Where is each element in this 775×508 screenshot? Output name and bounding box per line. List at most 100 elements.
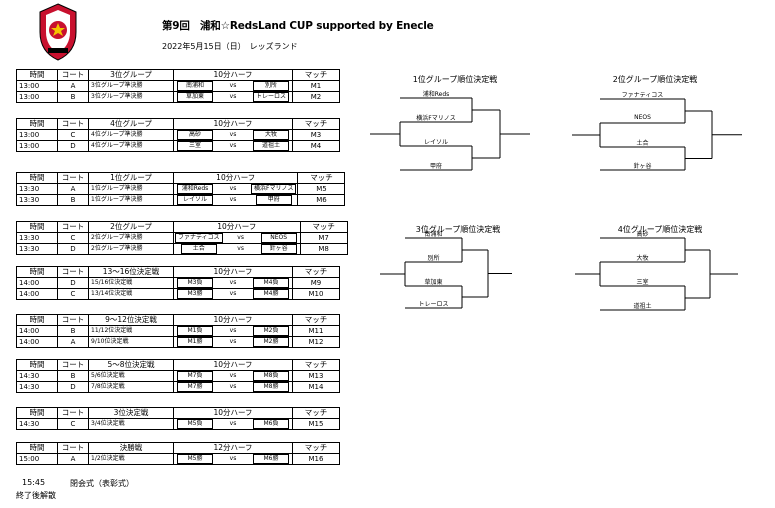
team-away-box: M4勝 [253,289,289,299]
bracket-team: 高砂 [636,231,649,238]
vs-label: vs [216,418,250,430]
bracket-team: 針ヶ谷 [633,163,652,170]
team-away-box: M2負 [253,326,289,336]
match-id: M15 [292,418,340,430]
match-id: M8 [299,243,348,255]
vs-label: vs [216,140,250,152]
team-away-box: NEOS [260,233,297,243]
bracket-title: 2位グループ順位決定戦 [612,75,698,84]
bracket-title: 4位グループ順位決定戦 [617,225,703,234]
team-away-box: 大牧 [253,130,289,140]
match-id: M6 [297,194,346,206]
team-home: 三室 [173,140,216,152]
vs-label: vs [216,381,250,393]
team-home-box: M5負 [177,419,213,429]
bracket-team: NEOS [634,114,651,121]
closing-ceremony: 閉会式（表彰式） [70,479,134,488]
match-time: 14:00 [16,336,58,348]
bracket-team: 横浜Fマリノス [416,115,456,122]
match-name: 1位グループ準決勝 [88,194,174,206]
vs-label: vs [223,243,258,255]
team-home-box: レイソル [177,195,213,205]
team-away-box: M6負 [253,419,289,429]
team-home-box: 高砂 [177,130,213,140]
vs-label: vs [216,336,250,348]
match-id: M14 [292,381,340,393]
match-id: M4 [292,140,340,152]
vs-label: vs [216,453,250,465]
team-away-box: M8負 [253,371,289,381]
team-away: 甲府 [250,194,299,206]
team-away: M6勝 [250,453,293,465]
dismissal-note: 終了後解散 [16,491,56,500]
team-away-box: 甲府 [255,195,292,205]
team-home-box: M3負 [177,278,213,288]
team-home-box: 土合 [180,244,217,254]
match-time: 14:00 [16,288,58,300]
team-away-box: 横浜Fマリノス [251,184,297,194]
team-home: M5勝 [173,453,216,465]
bracket-team: 草加東 [424,279,443,286]
team-home-box: 三室 [177,141,213,151]
vs-label: vs [216,194,250,206]
match-id: M10 [292,288,340,300]
team-home: 草加東 [173,91,216,103]
bracket-title: 1位グループ順位決定戦 [412,75,498,84]
bracket-team: 甲府 [429,163,442,170]
match-name: 3/4位決定戦 [88,418,174,430]
team-away-box: 針ヶ谷 [260,244,297,254]
team-home: M1勝 [173,336,216,348]
bracket-team: 道祖土 [633,303,652,310]
team-home: M5負 [173,418,216,430]
match-time: 13:00 [16,91,58,103]
bracket-team: 南浦和 [424,231,443,238]
match-id: M2 [292,91,340,103]
match-name: 3位グループ準決勝 [88,91,174,103]
team-home: M3勝 [173,288,216,300]
match-name: 7/8位決定戦 [88,381,174,393]
team-away-box: M4負 [253,278,289,288]
team-away-box: 別所 [253,81,289,91]
bracket-team: レイソル [423,139,448,146]
bracket-team: 大牧 [636,255,649,262]
court: D [57,140,89,152]
closing-time: 15:45 [22,478,46,487]
court: A [57,336,89,348]
match-name: 1/2位決定戦 [88,453,174,465]
bracket-team: 土合 [636,140,649,147]
vs-label: vs [216,288,250,300]
match-name: 4位グループ準決勝 [88,140,174,152]
team-away: M2勝 [250,336,293,348]
team-away-box: トレーロス [252,92,289,102]
vs-label: vs [216,91,250,103]
team-home-box: M1勝 [177,337,213,347]
team-away: 道祖土 [250,140,293,152]
match-id: M12 [292,336,340,348]
team-away-box: M8勝 [253,382,289,392]
team-away: 針ヶ谷 [257,243,301,255]
court: D [57,243,89,255]
